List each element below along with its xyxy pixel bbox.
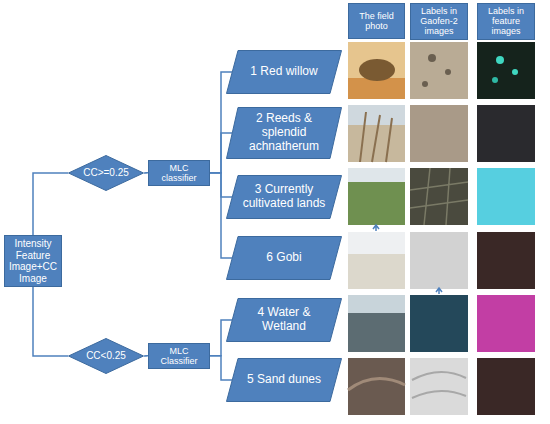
- field-photo: [348, 168, 405, 225]
- field-grid: [410, 168, 468, 225]
- field-photo: [348, 232, 405, 289]
- shape-fill: [227, 237, 342, 280]
- class-box: 5 Sand dunes: [226, 358, 342, 402]
- class-box: 3 Currently cultivated lands: [226, 175, 342, 219]
- shrub-dot: [428, 54, 436, 62]
- class-box: 1 Red willow: [226, 50, 342, 94]
- node-label: 2 Reeds & splendid achnatherum: [240, 112, 328, 153]
- node-label: CC>=0.25: [83, 167, 129, 179]
- feature-label: [477, 42, 535, 99]
- class-box: 2 Reeds & splendid achnatherum: [226, 107, 342, 159]
- shape-fill: [227, 51, 342, 94]
- node-label: 5 Sand dunes: [247, 373, 321, 387]
- feature-label: [477, 168, 535, 225]
- gaofen-label: [410, 295, 468, 352]
- node-label: 1 Red willow: [250, 65, 317, 79]
- connector: [210, 356, 232, 380]
- node-label: Labels in Gaofen-2 images: [413, 6, 465, 37]
- shrub-dot: [445, 69, 451, 75]
- shape-fill: [227, 359, 342, 402]
- shape-fill: [69, 156, 144, 191]
- node-label: Intensity Feature Image+CC Image: [8, 238, 58, 284]
- feature-dot: [512, 69, 518, 75]
- reed-stems: [360, 112, 392, 162]
- node-label: 6 Gobi: [266, 251, 301, 265]
- connector: [33, 173, 68, 235]
- dune-ridge: [348, 379, 405, 390]
- sky: [348, 295, 405, 313]
- feature-label: [477, 232, 535, 289]
- feature-dot: [492, 77, 498, 83]
- field-photo: [348, 295, 405, 352]
- gaofen-label: [410, 168, 468, 225]
- decision-diamond: CC<0.25: [68, 338, 144, 374]
- class-box: 4 Water & Wetland: [226, 298, 342, 342]
- sky: [348, 168, 405, 182]
- column-header: Labels in Gaofen-2 images: [410, 3, 468, 40]
- shape-fill: [227, 299, 342, 342]
- dune-ridge: [412, 372, 466, 398]
- shape-fill: [69, 339, 144, 374]
- gaofen-label: [410, 42, 468, 99]
- column-header: Labels in feature images: [477, 3, 535, 40]
- column-header: The field photo: [348, 3, 405, 39]
- gaofen-label: [410, 232, 468, 289]
- node-label: The field photo: [351, 11, 402, 32]
- gaofen-label: [410, 358, 468, 415]
- feature-label: [477, 105, 535, 162]
- connector: [33, 287, 68, 356]
- classifier-box: MLC classifier: [148, 160, 210, 187]
- decision-diamond: CC>=0.25: [68, 155, 144, 191]
- node-label: Labels in feature images: [480, 6, 532, 37]
- node-label: MLC classifier: [151, 163, 207, 184]
- node-label: MLC Classifier: [151, 346, 207, 367]
- field-photo: [348, 42, 405, 99]
- sky: [348, 105, 405, 125]
- classifier-box: MLC Classifier: [148, 343, 210, 370]
- class-box: 6 Gobi: [226, 236, 342, 280]
- sand-ground: [348, 78, 405, 99]
- pointer-arrow: [373, 225, 379, 231]
- shape-fill: [227, 176, 342, 219]
- pointer-arrow: [436, 288, 442, 294]
- feature-dot: [496, 56, 504, 64]
- gaofen-label: [410, 105, 468, 162]
- node-label: 3 Currently cultivated lands: [240, 183, 328, 211]
- shape-fill: [227, 108, 342, 159]
- feature-label: [477, 358, 535, 415]
- input-box: Intensity Feature Image+CC Image: [4, 235, 62, 287]
- sky: [348, 232, 405, 254]
- node-label: 4 Water & Wetland: [240, 306, 328, 334]
- feature-label: [477, 295, 535, 352]
- shrub-dot: [422, 81, 428, 87]
- node-label: CC<0.25: [86, 350, 126, 362]
- field-photo: [348, 105, 405, 162]
- willow-bush: [359, 59, 395, 81]
- field-photo: [348, 358, 405, 415]
